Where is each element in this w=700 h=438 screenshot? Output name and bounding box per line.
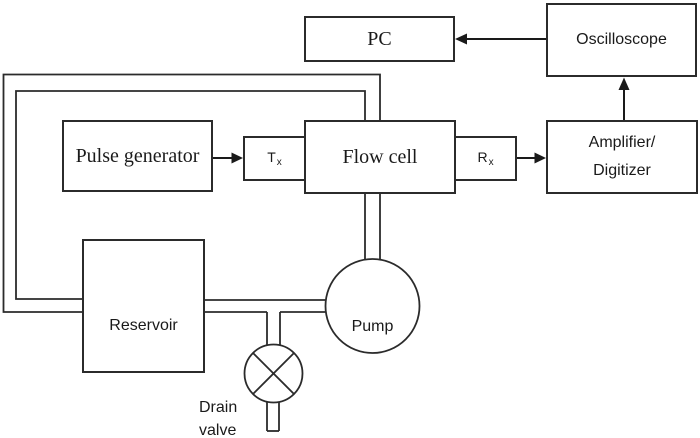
transmitter-letter: T [267, 148, 276, 165]
arrow-pulsegen-to-tx-head [231, 152, 243, 164]
pump-label: Pump [351, 318, 394, 335]
pipe-loop [2, 73, 381, 432]
receiver-subscript: x [488, 156, 494, 168]
drain-valve-icon [243, 343, 304, 404]
oscilloscope-box: Oscilloscope [546, 3, 697, 77]
drain-valve-cross-line [252, 352, 295, 395]
pipe-flowcell-to-reservoir-outer [2, 73, 381, 313]
receiver-letter: R [477, 148, 488, 165]
pipe-flowcell-to-reservoir-inner [15, 90, 366, 300]
receiver-label: Rx [477, 149, 493, 169]
pc-label: PC [367, 28, 392, 50]
pulse-generator-label: Pulse generator [75, 145, 200, 167]
amplifier-label-line2: Digitizer [593, 162, 651, 179]
signal-arrows [213, 33, 630, 164]
receiver-box: Rx [454, 136, 517, 181]
reservoir-label: Reservoir [109, 317, 178, 335]
pulse-generator-box: Pulse generator [62, 120, 213, 192]
amplifier-digitizer-label: Amplifier/ Digitizer [589, 129, 656, 185]
arrow-oscilloscope-to-pc-head [455, 33, 467, 45]
drain-valve-label: Drain valve [199, 396, 259, 438]
flow-cell-box: Flow cell [304, 120, 456, 194]
transmitter-label: Tx [267, 149, 282, 169]
amplifier-digitizer-box: Amplifier/ Digitizer [546, 120, 698, 194]
reservoir-box: Reservoir [82, 239, 205, 373]
pump-circle [324, 258, 421, 354]
oscilloscope-label: Oscilloscope [576, 31, 667, 49]
transmitter-box: Tx [243, 136, 306, 181]
flow-cell-label: Flow cell [342, 146, 418, 168]
transmitter-subscript: x [276, 156, 282, 168]
drain-valve-label-line2: valve [199, 422, 237, 438]
amplifier-label-line1: Amplifier/ [588, 134, 656, 151]
pc-box: PC [304, 16, 455, 62]
arrow-rx-to-amplifier-head [534, 152, 546, 164]
drain-valve-label-line1: Drain [199, 399, 238, 416]
arrow-amplifier-to-oscilloscope-head [618, 77, 630, 90]
